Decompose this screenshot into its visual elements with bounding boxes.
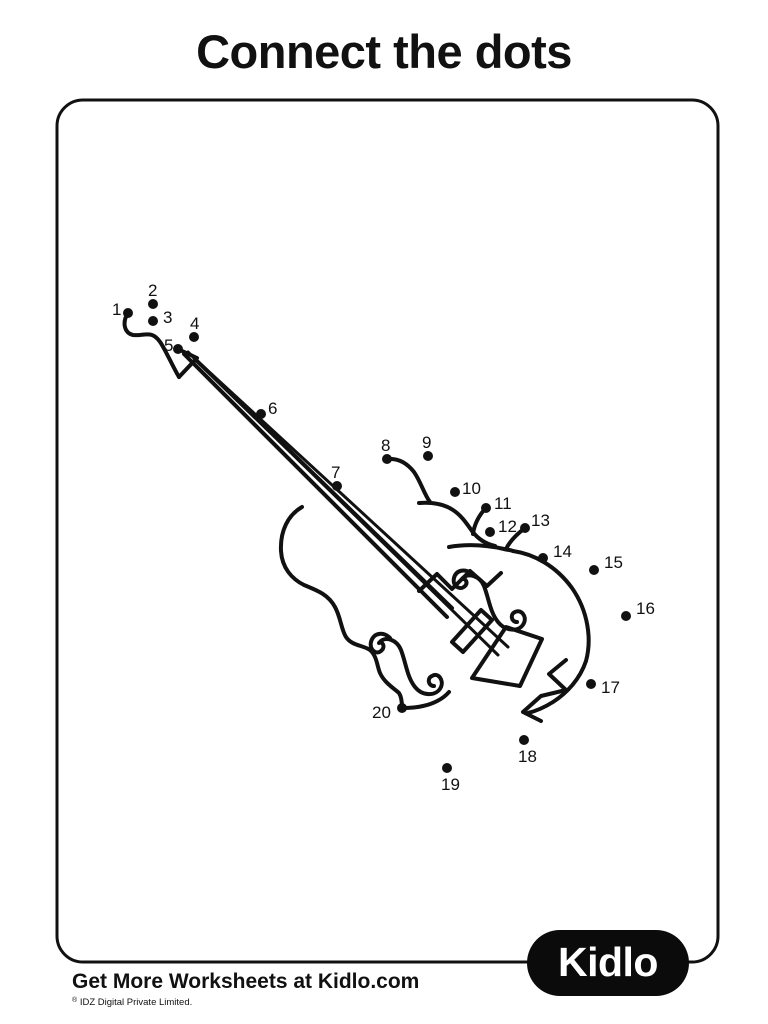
dot-marker-2[interactable] <box>148 299 158 309</box>
violin-string-1 <box>186 350 500 657</box>
dot-label-10: 10 <box>462 479 481 498</box>
footer-cta-text: Get More Worksheets at Kidlo.com <box>72 970 420 993</box>
violin-fingerboard-edge-left <box>182 352 449 619</box>
violin-string-2 <box>191 355 510 649</box>
dot-marker-12[interactable] <box>485 527 495 537</box>
dot-marker-9[interactable] <box>423 451 433 461</box>
dot-marker-19[interactable] <box>442 763 452 773</box>
violin-pegbox-base <box>176 347 199 379</box>
violin-body-right-contour <box>511 549 591 715</box>
dot-label-1: 1 <box>112 300 122 319</box>
dot-marker-5[interactable] <box>173 344 183 354</box>
dot-label-20: 20 <box>372 703 391 722</box>
dot-label-3: 3 <box>163 308 173 327</box>
dot-label-7: 7 <box>331 463 341 482</box>
dot-label-18: 18 <box>518 747 537 766</box>
dot-marker-17[interactable] <box>586 679 596 689</box>
dot-marker-11[interactable] <box>481 503 491 513</box>
dot-label-9: 9 <box>422 433 432 452</box>
violin-line-art <box>122 311 591 723</box>
dot-marker-16[interactable] <box>621 611 631 621</box>
dot-label-2: 2 <box>148 281 158 300</box>
dot-label-12: 12 <box>498 517 517 536</box>
dot-label-17: 17 <box>601 678 620 697</box>
dot-marker-20[interactable] <box>397 703 407 713</box>
dot-label-4: 4 <box>190 314 200 333</box>
dot-marker-8[interactable] <box>382 454 392 464</box>
violin-lower-tip <box>400 690 451 710</box>
copyright-owner: IDZ Digital Private Limited. <box>79 997 193 1008</box>
violin-f-hole-upper <box>451 568 527 632</box>
registered-mark-icon: ® <box>72 997 78 1004</box>
footer-copyright: ® IDZ Digital Private Limited. <box>72 997 192 1008</box>
dot-marker-15[interactable] <box>589 565 599 575</box>
dot-label-11: 11 <box>494 494 512 513</box>
kidlo-logo[interactable]: Kidlo <box>527 930 689 996</box>
violin-shoulder-lead <box>385 456 432 504</box>
page-title: Connect the dots <box>196 25 572 78</box>
dot-label-6: 6 <box>268 399 278 418</box>
violin-tailpiece <box>470 625 544 688</box>
violin-upper-bout-edge <box>447 543 515 553</box>
dot-label-16: 16 <box>636 599 655 618</box>
dot-label-14: 14 <box>553 542 572 561</box>
dot-marker-3[interactable] <box>148 316 158 326</box>
dot-marker-4[interactable] <box>189 332 199 342</box>
dot-label-15: 15 <box>604 553 623 572</box>
dot-marker-1[interactable] <box>123 308 133 318</box>
violin-body-left-contour <box>278 505 404 710</box>
violin-scroll <box>122 311 181 379</box>
dot-marker-18[interactable] <box>519 735 529 745</box>
worksheet-frame <box>55 98 720 964</box>
violin-f-hole-lower <box>368 631 444 697</box>
dot-marker-14[interactable] <box>538 553 548 563</box>
kidlo-logo-text: Kidlo <box>558 938 658 985</box>
dot-label-13: 13 <box>531 511 550 530</box>
dot-marker-10[interactable] <box>450 487 460 497</box>
dot-label-19: 19 <box>441 775 460 794</box>
dot-marker-13[interactable] <box>520 523 530 533</box>
dot-marker-6[interactable] <box>256 409 266 419</box>
violin-shoulder-curve <box>417 500 497 548</box>
dot-markers <box>123 299 631 773</box>
dot-label-8: 8 <box>381 436 391 455</box>
violin-bridge <box>450 608 494 654</box>
violin-end-button <box>521 658 568 723</box>
dot-marker-7[interactable] <box>332 481 342 491</box>
dot-label-5: 5 <box>164 336 174 355</box>
